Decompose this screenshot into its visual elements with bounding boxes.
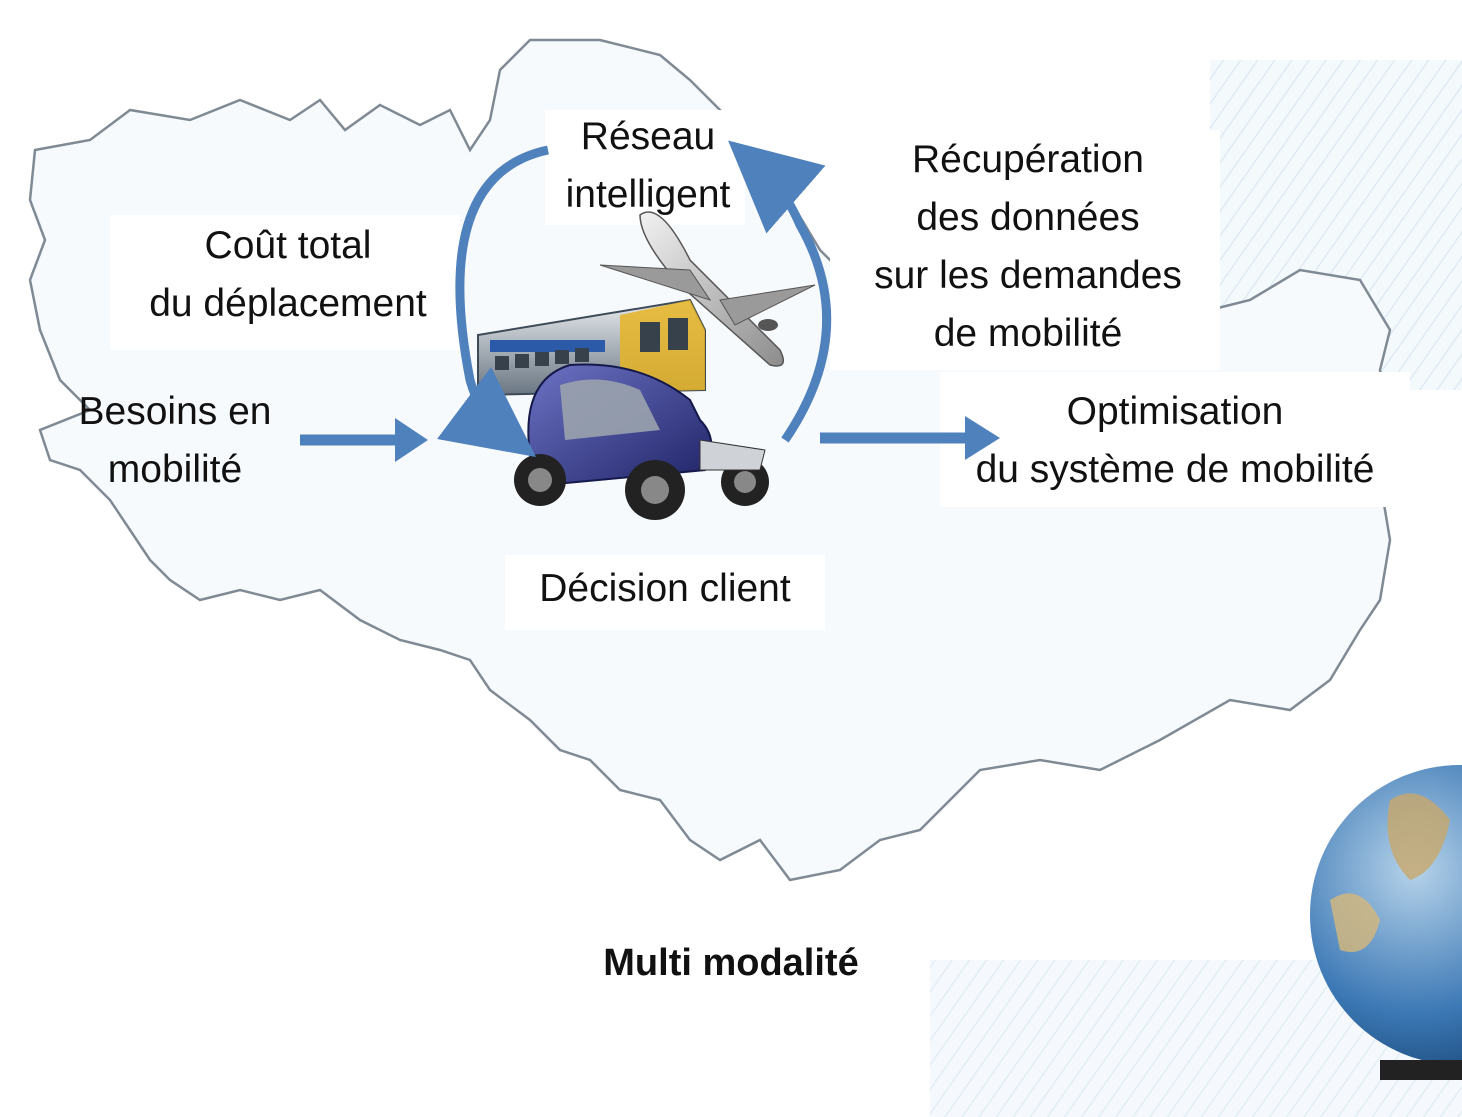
backdrop-reseau <box>545 110 745 225</box>
label-recup-line1: Récupération <box>912 138 1144 181</box>
arrowhead-needs <box>395 418 428 462</box>
label-cout: Coût total du déplacement <box>128 217 448 333</box>
label-besoins-line2: mobilité <box>107 448 243 491</box>
backdrop-cout <box>110 215 460 350</box>
label-reseau-line2: intelligent <box>565 173 731 216</box>
label-decision: Décision client <box>510 560 820 618</box>
caption-multi-modalite: Multi modalité <box>603 942 859 984</box>
backdrop-optim <box>940 372 1410 507</box>
label-decision-text: Décision client <box>539 567 791 610</box>
label-recup-line2: des données <box>916 196 1140 239</box>
arrow-cost-to-decision <box>436 145 549 458</box>
label-recup: Récupération des données sur les demande… <box>838 131 1218 363</box>
label-reseau: Réseau intelligent <box>548 108 748 224</box>
arrowhead-optim <box>965 416 1000 460</box>
label-besoins-line1: Besoins en <box>78 390 272 433</box>
globe-icon <box>1310 765 1462 1080</box>
electric-car-icon <box>514 363 769 520</box>
label-recup-line3: sur les demandes <box>874 254 1182 297</box>
label-optim-line2: du système de mobilité <box>975 448 1375 491</box>
label-recup-line4: de mobilité <box>933 312 1123 355</box>
label-reseau-line1: Réseau <box>580 115 716 158</box>
arrow-data-to-network <box>728 140 832 443</box>
airplane-icon <box>599 211 816 367</box>
label-optim-line1: Optimisation <box>1066 390 1284 433</box>
backdrop-decision <box>505 555 825 630</box>
label-cout-line2: du déplacement <box>149 282 427 325</box>
label-cout-line1: Coût total <box>204 224 372 267</box>
label-optim: Optimisation du système de mobilité <box>945 383 1405 499</box>
label-besoins: Besoins en mobilité <box>55 383 295 499</box>
backdrop-recup <box>830 130 1220 370</box>
